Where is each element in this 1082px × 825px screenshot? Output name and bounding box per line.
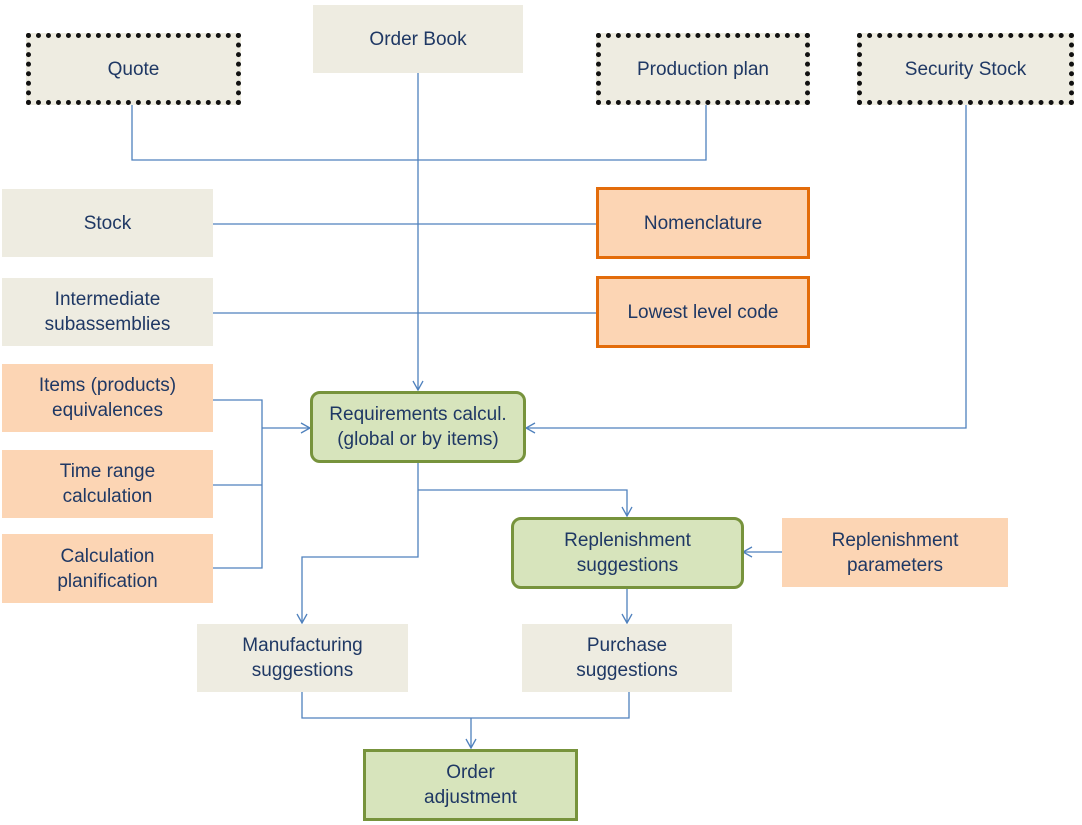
node-manufacturing-suggestions: Manufacturing suggestions [197,624,408,692]
node-order-adjustment: Order adjustment [363,749,578,821]
edge-requirements-manufacturing [296,462,419,625]
node-requirements-calcul: Requirements calcul. (global or by items… [310,391,526,463]
node-items-equivalences: Items (products) equivalences [2,364,213,432]
edge-quote-join [131,105,707,161]
node-production-plan: Production plan [596,33,810,105]
node-intermediate-subassemblies: Intermediate subassemblies [2,278,213,346]
node-lowest-level-code: Lowest level code [596,276,810,348]
node-calculation-planification: Calculation planification [2,534,213,603]
edge-equivalences-bus [213,399,263,569]
node-time-range-calculation: Time range calculation [2,450,213,518]
node-purchase-suggestions: Purchase suggestions [522,624,732,692]
edge-securitystock-requirements [524,105,967,434]
node-stock: Stock [2,189,213,257]
node-replenishment-parameters: Replenishment parameters [782,518,1008,587]
node-security-stock: Security Stock [857,33,1074,105]
node-order-book: Order Book [313,5,523,73]
edge-manufacturing-join [301,692,630,719]
node-replenishment-suggestions: Replenishment suggestions [511,517,744,589]
edge-requirements-replenishment [418,489,633,518]
node-quote: Quote [26,33,241,105]
node-nomenclature: Nomenclature [596,187,810,259]
